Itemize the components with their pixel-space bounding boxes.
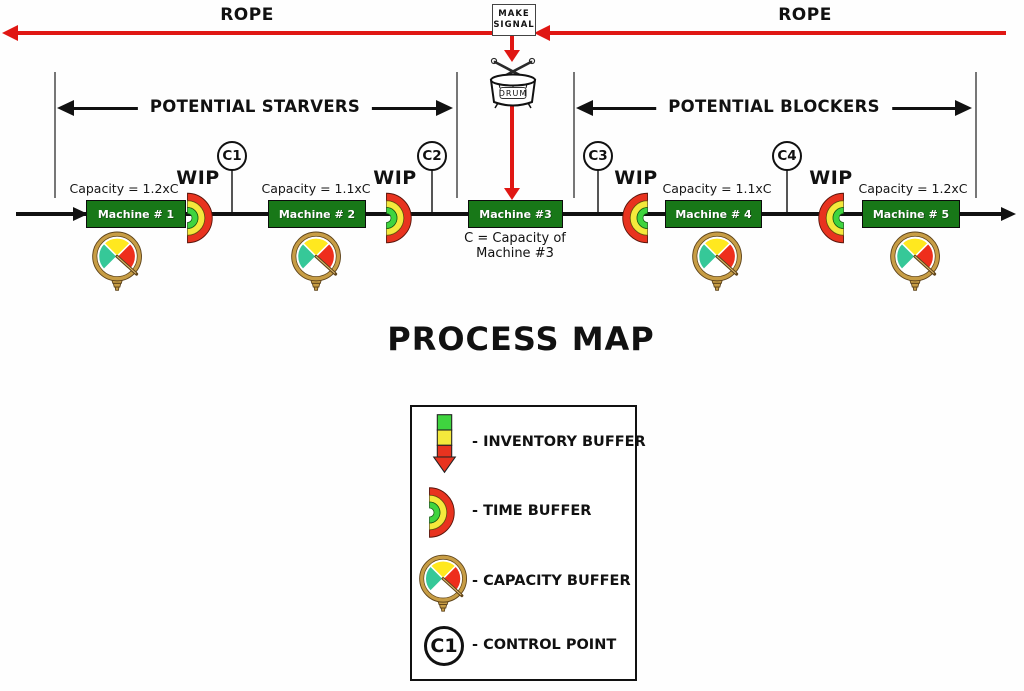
legend-control-label: - CONTROL POINT [472,637,617,653]
capacity-buffer-icon-1 [92,231,144,293]
time-buffer-icon-4 [818,192,844,244]
blockers-arrowhead-left-icon [576,100,593,116]
starvers-arrowhead-left-icon [57,100,74,116]
blockers-right-tick [975,72,977,198]
machine-3-note-line1: C = Capacity of [464,231,566,246]
rope-right-arrowhead-icon [534,25,550,41]
c4-connector-line [786,170,788,213]
time-buffer-icon-3 [622,192,648,244]
control-point-icon: C1 [424,626,464,666]
c1-connector-line [231,170,233,213]
rope-right-label: ROPE [778,5,832,25]
wip-label-3: WIP [614,167,658,189]
machine-3-box: Machine #3 [468,200,563,228]
machine-2-label: Machine # 2 [278,207,356,221]
machine-5-capacity-label: Capacity = 1.2xC [858,181,968,196]
wip-label-1: WIP [176,167,220,189]
make-signal-line2: SIGNAL [493,20,535,30]
legend-inventory-label: - INVENTORY BUFFER [472,434,646,450]
rope-right-line [550,31,1006,35]
legend-box: - INVENTORY BUFFER - TIME BUFFER - CAPAC… [410,405,646,681]
machine-1-label: Machine # 1 [97,207,175,221]
machine-4-label: Machine # 4 [675,207,752,221]
drum-label: DRUM [499,89,527,98]
starvers-right-tick [456,72,458,198]
c3-connector-line [597,170,599,213]
starvers-arrowhead-right-icon [436,100,453,116]
machine-5-label: Machine # 5 [872,207,950,221]
capacity-buffer-icon-2 [291,231,343,293]
time-buffer-icon-2 [386,192,412,244]
rope-left-line [16,31,493,35]
control-point-c4: C4 [772,141,802,171]
machine-3-label: Machine #3 [479,207,552,221]
starvers-left-tick [54,72,56,198]
machine-1-box: Machine # 1 [86,200,186,228]
drum-to-machine3-arrowhead-icon [504,188,520,200]
machine-3-note-line2: Machine #3 [476,245,554,261]
capacity-buffer-icon-4 [692,231,744,293]
control-point-c1: C1 [217,141,247,171]
make-signal-line1: MAKE [498,8,530,19]
time-buffer-icon [429,487,455,538]
capacity-buffer-icon [419,553,469,615]
flow-arrowhead-out-icon [1001,207,1016,221]
machine-4-box: Machine # 4 [665,200,762,228]
blockers-arrowhead-right-icon [955,100,972,116]
make-signal-box: MAKE SIGNAL [492,4,536,36]
time-buffer-icon-1 [187,192,213,244]
legend-capacity-label: - CAPACITY BUFFER [472,573,631,589]
potential-blockers-label: POTENTIAL BLOCKERS [656,97,892,116]
signal-to-drum-arrowhead-icon [504,50,520,62]
control-point-c2: C2 [417,141,447,171]
flow-arrowhead-in-icon [73,207,88,221]
wip-label-4: WIP [809,167,853,189]
machine-2-capacity-label: Capacity = 1.1xC [261,181,371,196]
machine-1-capacity-label: Capacity = 1.2xC [69,181,179,196]
wip-label-2: WIP [373,167,417,189]
legend-time-label: - TIME BUFFER [472,503,592,519]
rope-left-arrowhead-icon [2,25,18,41]
machine-5-box: Machine # 5 [862,200,960,228]
machine-4-capacity-label: Capacity = 1.1xC [662,181,772,196]
rope-left-label: ROPE [220,5,274,25]
blockers-left-tick [573,72,575,198]
inventory-buffer-icon [433,414,456,473]
drum-icon: DRUM [489,57,537,109]
potential-starvers-label: POTENTIAL STARVERS [137,97,373,116]
machine-3-note: C = Capacity of Machine #3 [464,231,566,262]
signal-to-drum-line [510,36,514,51]
capacity-buffer-icon-5 [890,231,942,293]
control-point-c3: C3 [583,141,613,171]
machine-2-box: Machine # 2 [268,200,366,228]
page-title: PROCESS MAP [387,320,655,358]
drum-to-machine3-line [510,105,514,189]
c2-connector-line [431,170,433,213]
